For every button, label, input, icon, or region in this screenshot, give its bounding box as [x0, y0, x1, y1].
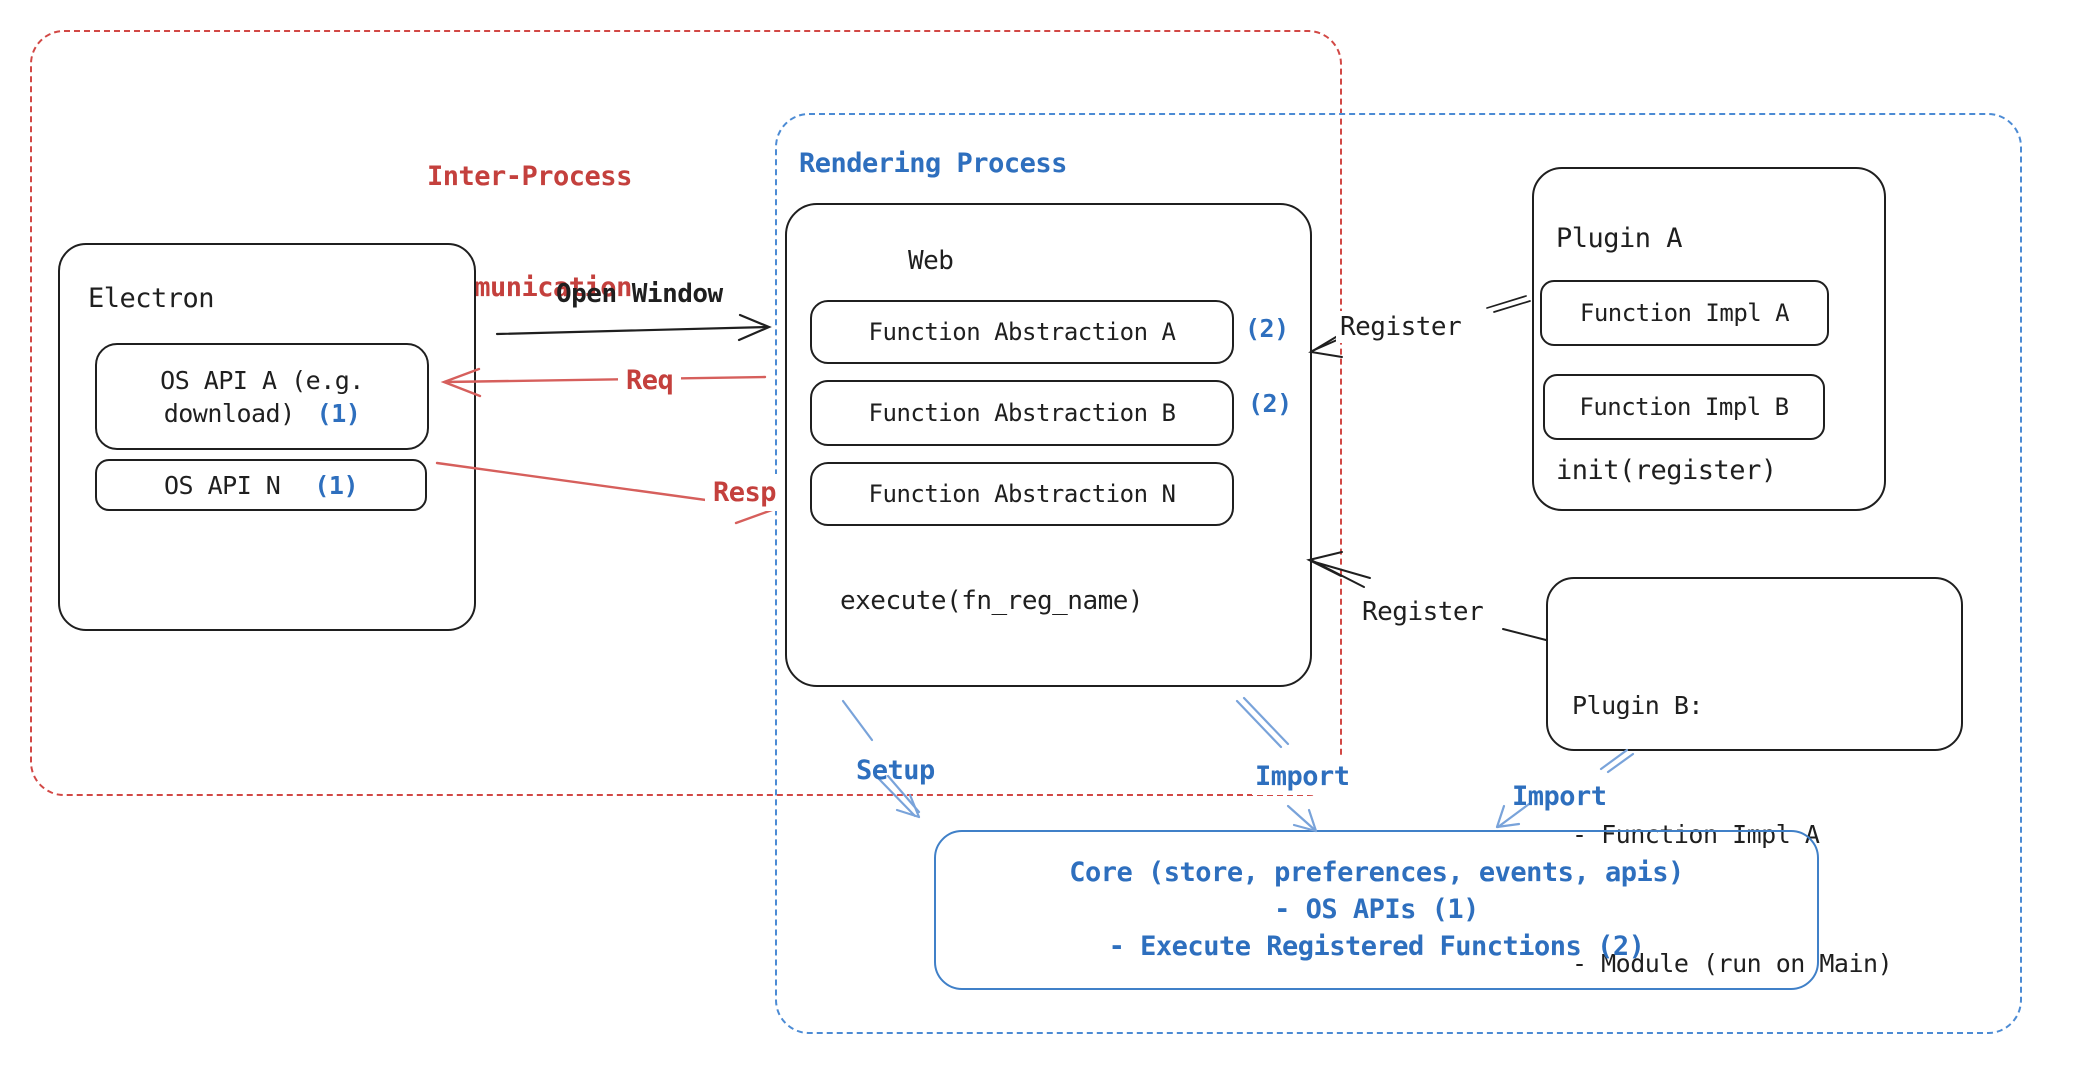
ipc-label-line1: Inter-Process: [427, 161, 632, 192]
core-line2: - OS APIs (1): [1274, 894, 1479, 925]
init-register-label: init(register): [1556, 455, 1777, 486]
os-api-a-line2: download): [163, 398, 295, 428]
setup-label: Setup: [856, 755, 935, 786]
os-api-n-label: OS API N: [163, 470, 281, 500]
ipc-region-outline: [30, 30, 1342, 796]
function-abstraction-b-ref: (2): [1248, 389, 1292, 418]
register-bottom-label: Register: [1358, 596, 1488, 628]
plugin-b-title: Plugin B:: [1572, 691, 1703, 720]
import-plugin-label: Import: [1512, 781, 1607, 812]
function-abstraction-n-label: Function Abstraction N: [868, 480, 1176, 508]
function-impl-b-label: Function Impl B: [1579, 393, 1789, 421]
web-title: Web: [908, 246, 954, 276]
os-api-n-content: OS API N (1): [163, 470, 359, 501]
function-impl-b-box: Function Impl B: [1543, 374, 1825, 440]
os-api-a-box: OS API A (e.g. download) (1): [95, 343, 429, 450]
electron-title: Electron: [88, 283, 215, 314]
os-api-a-ref: (1): [316, 398, 361, 428]
function-abstraction-a-box: Function Abstraction A: [810, 300, 1234, 364]
register-top-label: Register: [1336, 311, 1466, 343]
rendering-region-outline: [775, 113, 2022, 1034]
plugin-b-box: [1546, 577, 1963, 751]
function-impl-a-box: Function Impl A: [1540, 280, 1829, 346]
function-abstraction-a-ref: (2): [1245, 314, 1289, 343]
import-web-label: Import: [1252, 758, 1353, 795]
function-impl-a-label: Function Impl A: [1579, 299, 1790, 327]
function-abstraction-b-box: Function Abstraction B: [810, 380, 1234, 446]
os-api-n-box: OS API N (1): [95, 459, 427, 511]
plugin-b-item-2: - Module (run on Main): [1572, 949, 1893, 978]
function-abstraction-a-label: Function Abstraction A: [868, 318, 1176, 346]
core-line1: Core (store, preferences, events, apis): [1069, 857, 1684, 888]
req-label: Req: [618, 362, 682, 399]
core-box: Core (store, preferences, events, apis) …: [934, 830, 1819, 990]
rendering-region-label: Rendering Process: [799, 148, 1067, 179]
function-abstraction-b-label: Function Abstraction B: [868, 399, 1176, 427]
os-api-a-content: OS API A (e.g. download) (1): [160, 365, 364, 429]
core-line3: - Execute Registered Functions (2): [1108, 931, 1645, 962]
os-api-n-ref: (1): [314, 470, 359, 500]
execute-label: execute(fn_reg_name): [840, 586, 1144, 616]
function-abstraction-n-box: Function Abstraction N: [810, 462, 1234, 526]
plugin-a-title: Plugin A: [1556, 223, 1683, 254]
os-api-a-line1: OS API A (e.g.: [160, 365, 364, 395]
open-window-label: Open Window: [556, 279, 723, 309]
resp-label: Resp: [705, 474, 785, 511]
plugin-b-content: Plugin B: - Function Impl A - Module (ru…: [1572, 598, 1893, 1066]
